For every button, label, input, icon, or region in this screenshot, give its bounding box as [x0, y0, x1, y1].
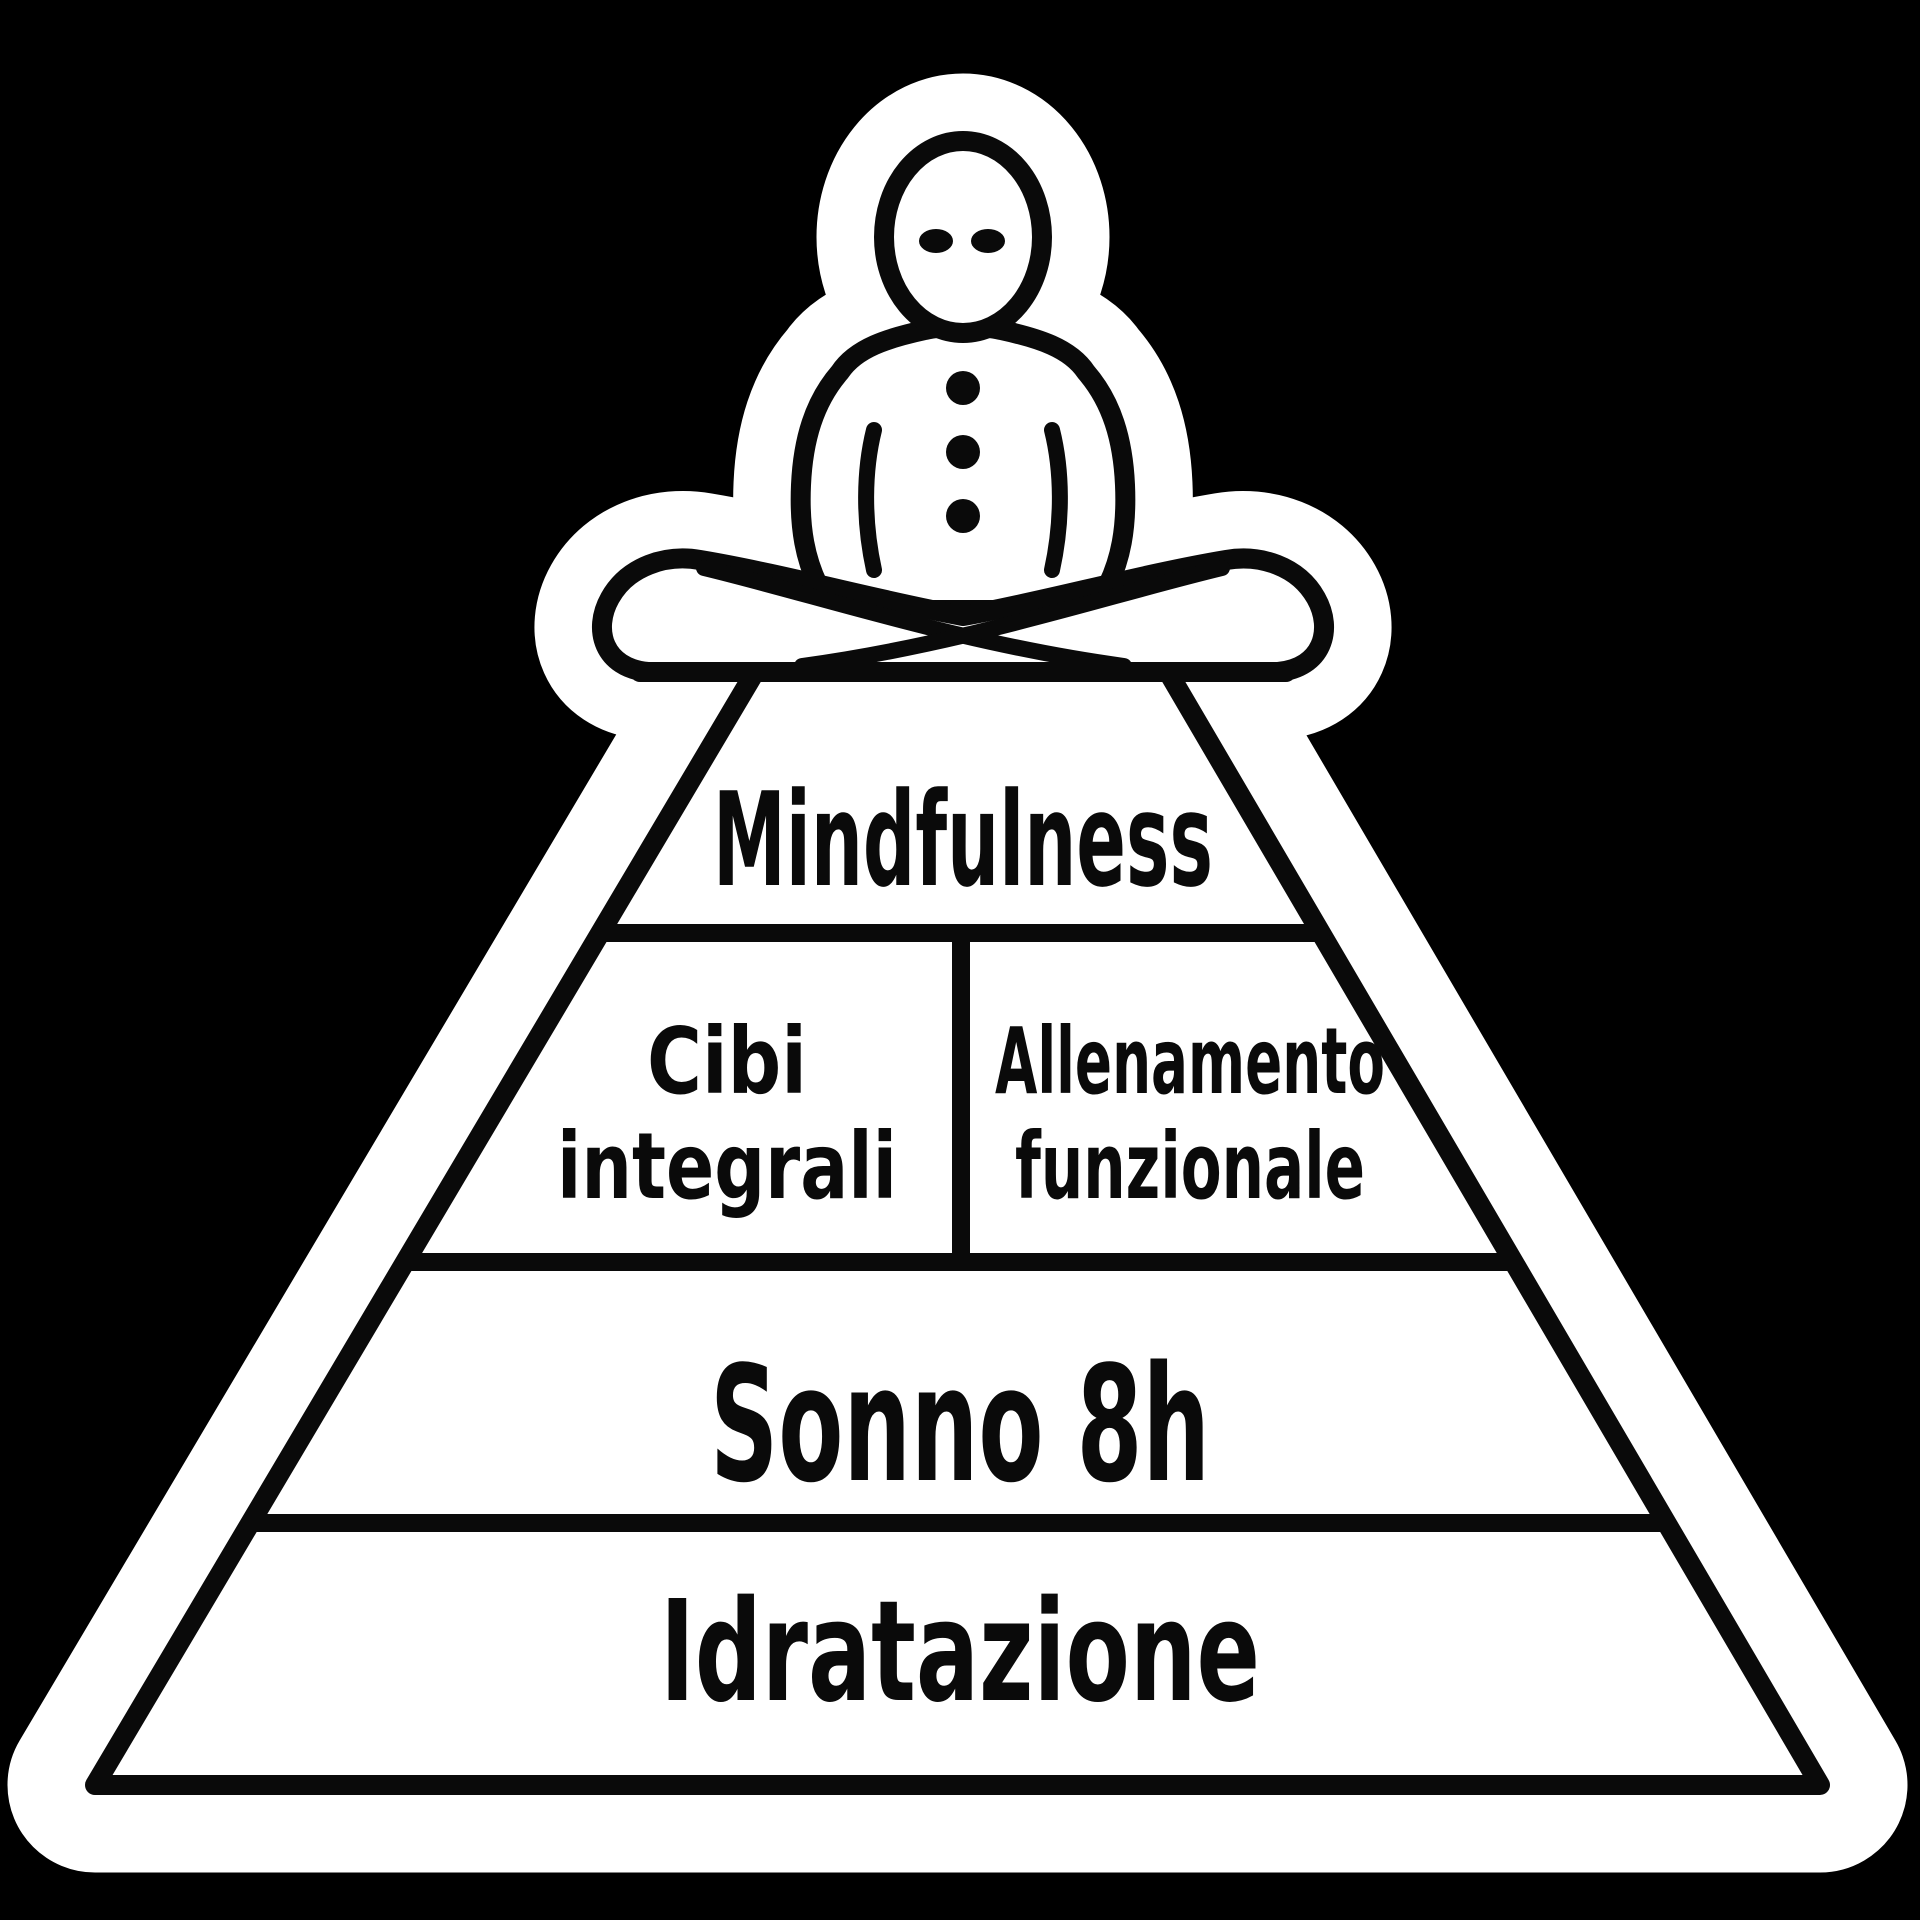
figure-left-arm-line [858, 422, 882, 578]
figure-right-eye [971, 229, 1005, 253]
figure-left-eye [919, 229, 953, 253]
level1-mindfulness-label: Mindfulness [713, 764, 1213, 916]
figure-right-arm-line [1044, 422, 1068, 578]
pyramid-dividers [241, 924, 1675, 1532]
level2-right-label-line1: Allenamento [995, 1008, 1385, 1115]
figure-head [874, 131, 1052, 343]
level4-idratazione-label: Idratazione [660, 1571, 1260, 1734]
level2-right-label-line2: funzionale [1015, 1113, 1365, 1220]
level3-sonno-label: Sonno 8h [710, 1331, 1210, 1518]
figure-button-2 [946, 435, 980, 469]
level2-left-label-line1: Cibi [647, 1008, 807, 1115]
figure-button-3 [946, 499, 980, 533]
level2-left-label-line2: integrali [557, 1113, 897, 1220]
figure-button-1 [946, 371, 980, 405]
figure-left-shin-line [696, 560, 1132, 674]
figure-right-shin-line [794, 560, 1230, 674]
meditating-person-icon [592, 131, 1334, 682]
